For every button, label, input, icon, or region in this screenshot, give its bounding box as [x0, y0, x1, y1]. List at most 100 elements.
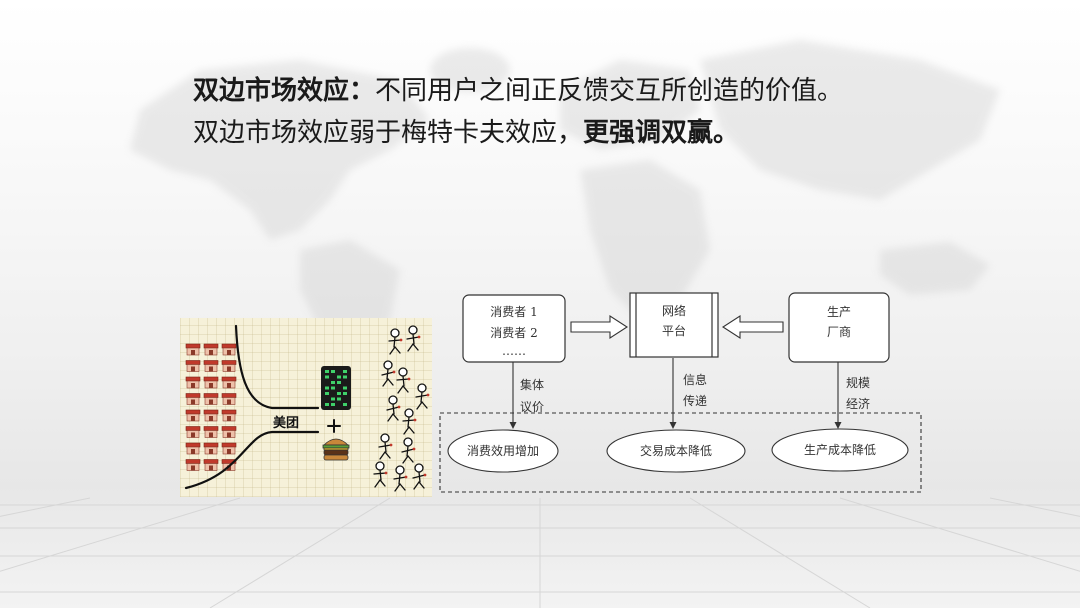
- burger-bottom-bun: [323, 454, 349, 461]
- figure-right-leg: [418, 481, 425, 489]
- heading-emphasis: 更强调双赢。: [583, 118, 740, 148]
- shop-grid: [185, 343, 237, 471]
- phone-screen-pixel: [343, 375, 347, 379]
- shop-icon: [203, 360, 219, 372]
- shop-awning: [203, 426, 219, 431]
- shop-door: [209, 383, 213, 388]
- figure-right-leg: [392, 413, 399, 421]
- phone-screen-pixel: [331, 386, 335, 390]
- consumer-1-label: 消费者 1: [490, 305, 537, 319]
- shop-door: [191, 432, 195, 438]
- stick-figure: [373, 461, 388, 488]
- figure-right-leg: [412, 343, 419, 351]
- consumers-box-frame: [462, 294, 566, 363]
- figure-left-leg: [389, 346, 396, 355]
- figure-right-leg: [379, 479, 386, 487]
- phone-screen-pixel: [325, 386, 329, 390]
- burger-icon: [322, 438, 350, 461]
- consumers-to-platform-arrow: [570, 314, 629, 340]
- shop-awning: [203, 459, 219, 464]
- figure-arms: [373, 472, 387, 475]
- shop-door: [209, 432, 213, 438]
- phone-screen-pixel: [343, 370, 347, 373]
- stick-figure: [406, 325, 421, 352]
- outcome-label: 消费效用增加: [467, 443, 539, 458]
- figure-right-leg: [421, 401, 428, 409]
- figure-arms: [381, 371, 395, 376]
- phone-screen-pixel: [325, 375, 329, 379]
- figure-left-leg: [387, 413, 394, 422]
- figure-arms: [393, 476, 407, 480]
- world-map-background: [130, 40, 1000, 380]
- figure-arms: [388, 339, 402, 342]
- figure-hand-accent: [399, 338, 403, 342]
- producers-box-frame: [788, 292, 890, 363]
- shop-awning: [203, 393, 219, 398]
- phone-screen-pixel: [331, 397, 335, 401]
- platform-box: 网络 平台: [629, 292, 719, 358]
- figure-head: [383, 360, 393, 370]
- floor-line: [689, 497, 871, 608]
- figure-right-leg: [399, 483, 406, 491]
- shop-door: [209, 366, 213, 372]
- stick-figure: [396, 367, 411, 394]
- shop-awning: [203, 343, 219, 349]
- shop-door: [209, 465, 213, 471]
- shop-icon: [203, 393, 219, 405]
- shop-icon: [185, 442, 201, 455]
- figure-hand-accent: [389, 443, 393, 447]
- crowd-of-users: [373, 325, 430, 492]
- shop-awning: [185, 376, 201, 382]
- figure-body: [379, 469, 382, 481]
- consumers-box: 消费者 1 消费者 2 ……: [462, 294, 566, 363]
- shop-icon: [221, 376, 237, 389]
- road-label: 美团: [273, 415, 299, 431]
- shop-awning: [221, 442, 237, 448]
- figure-hand-accent: [404, 475, 408, 479]
- shop-icon: [203, 343, 219, 356]
- flow-arrow-head: [669, 422, 677, 429]
- shop-door: [209, 350, 213, 355]
- figure-head: [417, 383, 427, 393]
- stick-figure: [401, 437, 416, 464]
- consumer-more-label: ……: [502, 344, 526, 358]
- shop-awning: [203, 376, 219, 382]
- shop-icon: [185, 360, 201, 372]
- shop-door: [209, 416, 213, 421]
- floor-line: [0, 497, 241, 572]
- figure-hand-accent: [392, 370, 396, 374]
- shop-icon: [203, 409, 219, 422]
- road-lower-edge: [184, 430, 320, 490]
- shop-icon: [221, 442, 237, 455]
- heading-line-1: 双边市场效应：不同用户之间正反馈交互所创造的价值。: [193, 70, 843, 112]
- shop-icon: [203, 426, 219, 438]
- figure-left-leg: [402, 455, 409, 464]
- shop-door: [191, 366, 195, 372]
- producers-label-line-1: 生产: [827, 305, 851, 319]
- phone-screen-pixel: [343, 403, 347, 406]
- shop-awning: [221, 393, 237, 398]
- shop-icon: [203, 376, 219, 389]
- flow-economies-of-scale: 规模 经济: [834, 362, 870, 429]
- map-asia: [700, 40, 1000, 200]
- figure-arms: [412, 474, 426, 479]
- shop-icon: [185, 376, 201, 389]
- flow-label-line-2: 传递: [683, 393, 707, 408]
- figure-left-leg: [394, 483, 401, 492]
- figure-head: [390, 328, 400, 338]
- figure-hand-accent: [412, 447, 416, 451]
- heading-definition: 不同用户之间正反馈交互所创造的价值。: [375, 76, 844, 106]
- shop-awning: [185, 360, 201, 365]
- sketch-illustration: 美团: [184, 324, 430, 492]
- figure-body: [384, 441, 387, 453]
- heading-line-2: 双边市场效应弱于梅特卡夫效应，更强调双赢。: [193, 112, 843, 154]
- map-greenland: [430, 48, 510, 92]
- platform-diagram: 消费者 1 消费者 2 …… 网络 平台 生产 厂商 集体: [439, 292, 922, 493]
- outcomes-dashed-frame: [439, 412, 922, 493]
- burger-patty: [323, 449, 349, 456]
- figure-arms: [402, 419, 416, 422]
- figure-right-leg: [402, 385, 409, 393]
- map-africa: [580, 160, 710, 320]
